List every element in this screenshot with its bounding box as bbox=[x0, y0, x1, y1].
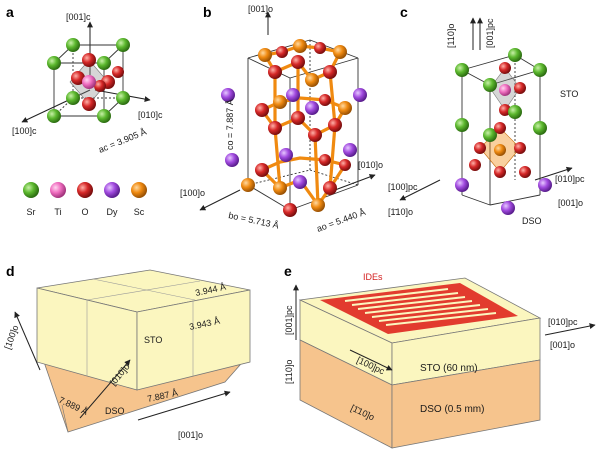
axis-010c-label: [010]c bbox=[138, 110, 163, 120]
sto-layer-label-c: STO bbox=[560, 89, 578, 99]
axis-001o-c-label: [001]o bbox=[558, 198, 583, 208]
lattice-param-ac: ac = 3.905 Å bbox=[97, 127, 148, 155]
panel-a-atoms bbox=[47, 38, 130, 123]
axis-001c-label: [001]c bbox=[66, 12, 91, 22]
axis-001o-label: [001]o bbox=[248, 4, 273, 14]
axis-100pc-e bbox=[349, 349, 393, 371]
axis-100c-label: [100]c bbox=[12, 126, 37, 136]
axis-001o-d-label: [001]o bbox=[178, 430, 203, 440]
axis-010o-d bbox=[79, 359, 131, 419]
dso-right-face-e bbox=[391, 359, 541, 449]
axis-100pc-c bbox=[399, 179, 441, 201]
panel-b: b [001]o [100]o [010]o co = bbox=[180, 4, 383, 234]
axis-100pc-c-label: [100]pc bbox=[388, 182, 418, 192]
axis-110o-e-label: [110]o bbox=[284, 360, 294, 384]
panel-c-label: c bbox=[400, 4, 408, 20]
sto-right-face bbox=[136, 289, 251, 391]
panel-b-label: b bbox=[203, 4, 212, 20]
axis-010pc-e-label: [010]pc bbox=[548, 317, 578, 327]
legend-sc-swatch bbox=[131, 182, 147, 198]
sto-thickness-label: STO (60 nm) bbox=[420, 363, 478, 374]
panel-e: e IDEs [001]pc [110]o [100]pc bbox=[284, 263, 596, 449]
legend-sr-label: Sr bbox=[27, 207, 36, 217]
axis-110o-c-label: [110]o bbox=[446, 24, 456, 48]
panel-e-label: e bbox=[284, 263, 292, 279]
panel-d: d [100]o [010]o [001]o 3.944 Å 3.943 Å S… bbox=[2, 263, 251, 440]
atom-legend: Sr Ti O Dy Sc bbox=[23, 182, 147, 217]
axis-001pc-e-label: [001]pc bbox=[284, 305, 294, 335]
panel-c-atoms bbox=[455, 48, 552, 215]
axis-010o-label: [010]o bbox=[358, 160, 383, 170]
axis-001o-e-label: [001]o bbox=[550, 340, 575, 350]
legend-dy-label: Dy bbox=[107, 207, 118, 217]
legend-ti-swatch bbox=[50, 182, 66, 198]
lattice-param-co: co = 7.887 Å bbox=[225, 99, 235, 150]
panel-d-label: d bbox=[6, 263, 15, 279]
dso-thickness-label: DSO (0.5 mm) bbox=[420, 404, 484, 415]
legend-dy-swatch bbox=[104, 182, 120, 198]
axis-001o-d bbox=[137, 390, 231, 421]
panel-c: c [110]o [001]pc [100]pc [1̄10]o [010]pc… bbox=[388, 4, 585, 226]
legend-o-swatch bbox=[77, 182, 93, 198]
legend-o-label: O bbox=[81, 207, 88, 217]
axis-100o-d-label: [100]o bbox=[2, 324, 20, 351]
axis-m110o-c-label: [1̄10]o bbox=[388, 207, 413, 217]
axis-010o bbox=[334, 174, 376, 191]
ide-electrodes bbox=[320, 283, 518, 334]
ides-label: IDEs bbox=[363, 272, 383, 282]
panel-a-label: a bbox=[6, 4, 14, 20]
sto-label-d: STO bbox=[144, 335, 162, 345]
dso-layer-label-c: DSO bbox=[522, 216, 542, 226]
axis-010pc-e bbox=[544, 323, 596, 336]
legend-ti-label: Ti bbox=[54, 207, 61, 217]
axis-001pc-c-label: [001]pc bbox=[485, 18, 495, 48]
axis-010pc-c bbox=[534, 166, 573, 181]
lattice-param-bo: bo = 5.713 Å bbox=[228, 210, 280, 230]
axis-010pc-c-label: [010]pc bbox=[555, 174, 585, 184]
axis-100o-d bbox=[14, 311, 41, 371]
legend-sc-label: Sc bbox=[134, 207, 145, 217]
dso-label-d: DSO bbox=[105, 406, 125, 416]
axis-100o bbox=[199, 189, 241, 211]
panel-b-atoms bbox=[221, 39, 367, 217]
legend-sr-swatch bbox=[23, 182, 39, 198]
lattice-param-ao: ao = 5.440 Å bbox=[315, 207, 367, 234]
axis-100o-label: [100]o bbox=[180, 188, 205, 198]
panel-a: a [001]c [100]c [010]c ac = 3.905 Å bbox=[6, 4, 163, 217]
